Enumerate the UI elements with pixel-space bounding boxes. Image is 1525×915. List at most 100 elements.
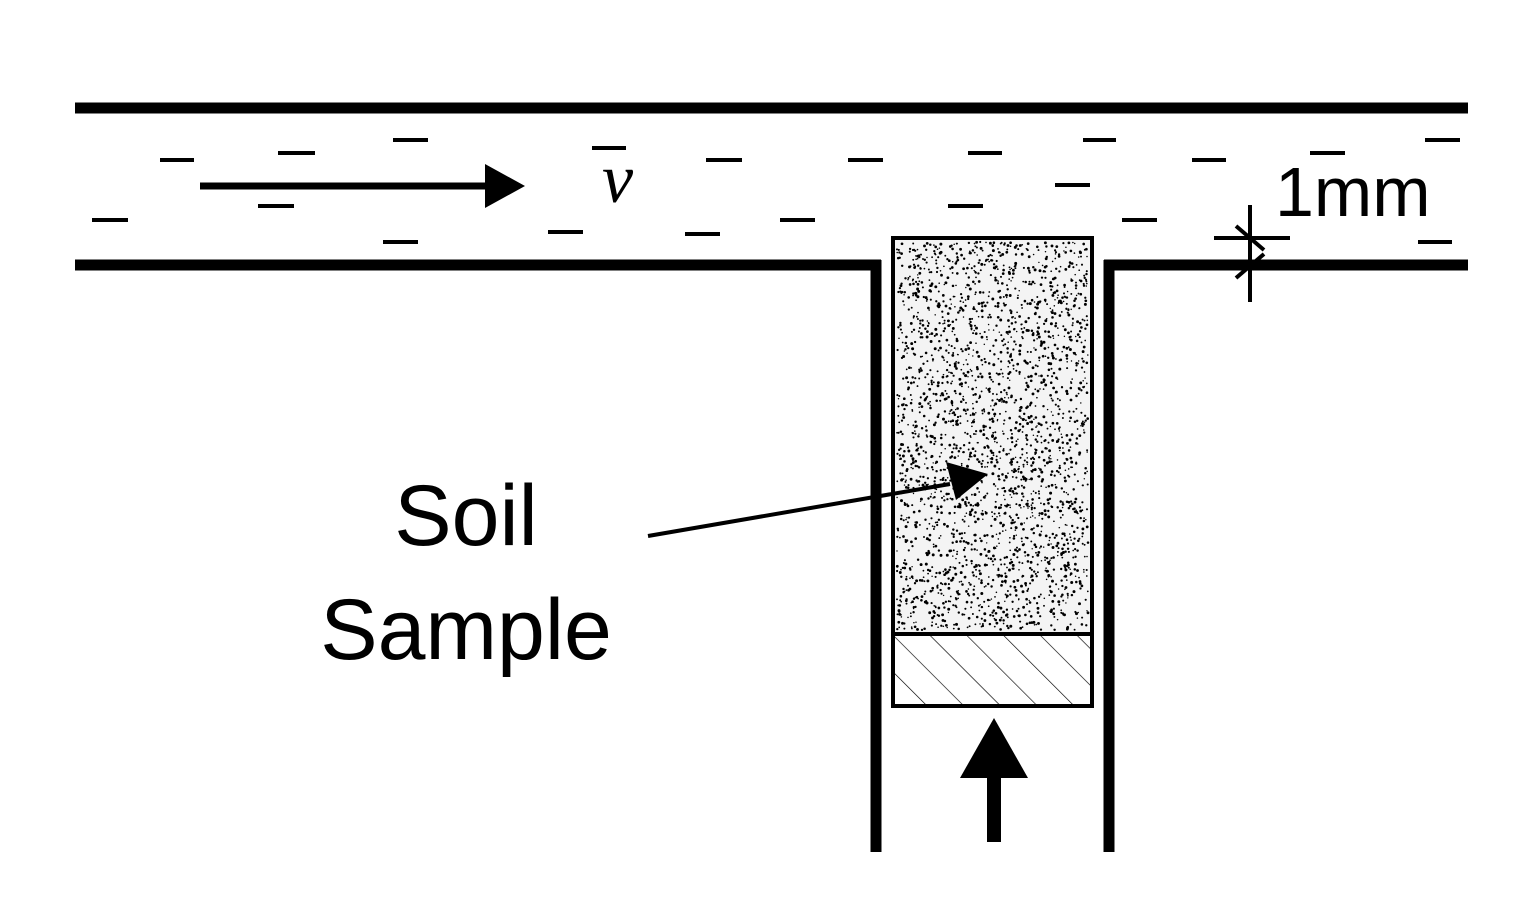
soil-grain — [919, 355, 922, 358]
soil-grain — [1012, 272, 1015, 275]
soil-grain — [915, 595, 919, 599]
soil-grain — [1081, 542, 1084, 545]
soil-grain — [1078, 389, 1081, 391]
soil-grain — [944, 304, 948, 308]
soil-grain — [1003, 389, 1006, 392]
soil-grain — [1053, 312, 1057, 315]
soil-grain — [1056, 618, 1059, 621]
soil-grain — [1010, 458, 1013, 461]
soil-grain — [1028, 621, 1032, 625]
soil-grain — [898, 256, 901, 260]
soil-grain — [1079, 516, 1082, 520]
soil-grain — [976, 458, 979, 461]
soil-grain — [929, 369, 932, 372]
soil-grain — [1065, 354, 1069, 357]
soil-grain — [1058, 270, 1061, 273]
soil-grain — [971, 613, 974, 615]
soil-grain — [958, 383, 962, 386]
soil-grain — [1007, 626, 1010, 630]
soil-grain — [1042, 546, 1045, 548]
soil-grain — [1050, 397, 1053, 400]
soil-grain — [981, 622, 984, 626]
soil-grain — [1069, 446, 1072, 448]
velocity-symbol: v — [602, 141, 634, 218]
soil-grain — [1080, 584, 1084, 588]
soil-grain — [1081, 484, 1084, 487]
soil-grain — [1007, 372, 1011, 376]
soil-grain — [985, 563, 989, 567]
soil-grain — [1021, 447, 1024, 451]
soil-grain — [918, 327, 921, 329]
soil-grain — [925, 457, 928, 460]
soil-grain — [997, 538, 1000, 540]
soil-grain — [911, 408, 914, 411]
soil-grain — [943, 283, 946, 286]
soil-grain — [1073, 473, 1076, 476]
soil-grain — [921, 286, 924, 289]
soil-grain — [1083, 319, 1086, 322]
soil-grain — [997, 575, 1000, 578]
soil-grain — [908, 283, 912, 286]
soil-grain — [951, 247, 954, 251]
soil-grain — [923, 600, 927, 604]
soil-grain — [1019, 471, 1023, 474]
soil-grain — [971, 412, 974, 415]
soil-grain — [993, 437, 996, 441]
soil-grain — [901, 432, 904, 436]
soil-grain — [1002, 376, 1004, 378]
soil-grain — [907, 308, 910, 311]
soil-grain — [937, 305, 941, 309]
soil-grain — [973, 454, 977, 458]
soil-grain — [1054, 249, 1057, 252]
soil-grain — [1033, 301, 1036, 303]
soil-grain — [945, 460, 948, 463]
soil-grain — [1012, 457, 1015, 461]
soil-grain — [1081, 616, 1084, 619]
soil-grain — [1024, 584, 1027, 587]
soil-grain — [1064, 588, 1066, 591]
soil-grain — [983, 548, 987, 551]
soil-grain — [1084, 327, 1087, 330]
soil-grain — [934, 606, 937, 609]
soil-grain — [997, 290, 1001, 293]
soil-grain — [1036, 302, 1040, 306]
soil-grain — [986, 338, 988, 341]
soil-grain — [898, 421, 901, 424]
soil-grain — [997, 488, 999, 490]
soil-grain — [1006, 284, 1008, 287]
soil-grain — [1067, 241, 1071, 245]
soil-grain — [983, 563, 987, 567]
soil-grain — [909, 401, 913, 405]
soil-grain — [1081, 535, 1084, 538]
soil-grain — [903, 407, 906, 411]
soil-grain — [947, 319, 950, 322]
soil-grain — [932, 546, 935, 548]
soil-grain — [1016, 311, 1018, 314]
soil-grain — [917, 435, 920, 438]
soil-grain — [953, 389, 957, 393]
soil-grain — [910, 398, 913, 401]
soil-grain — [901, 331, 903, 334]
soil-grain — [919, 396, 922, 399]
soil-grain — [977, 441, 979, 444]
soil-grain — [968, 322, 971, 325]
soil-grain — [1076, 480, 1079, 483]
soil-grain — [909, 394, 912, 396]
soil-grain — [1053, 276, 1057, 280]
soil-grain — [902, 590, 905, 594]
soil-grain — [951, 354, 955, 357]
soil-grain — [1015, 369, 1018, 372]
soil-grain — [975, 246, 978, 249]
soil-grain — [1020, 499, 1023, 502]
soil-grain — [1040, 342, 1044, 345]
soil-grain — [1038, 359, 1041, 362]
soil-grain — [1055, 267, 1058, 270]
soil-grain — [1000, 503, 1003, 506]
soil-grain — [918, 480, 921, 483]
sample-leader-arrow — [647, 462, 988, 538]
soil-grain — [1054, 428, 1056, 431]
soil-grain — [1068, 261, 1072, 264]
soil-grain — [977, 261, 980, 265]
soil-grain — [1047, 346, 1050, 349]
soil-grain — [928, 279, 931, 281]
